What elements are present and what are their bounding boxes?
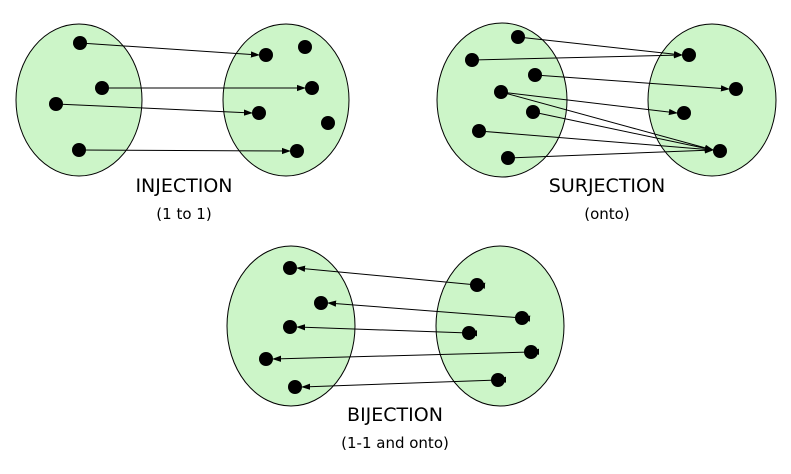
bijection-arrow — [327, 300, 531, 322]
domain-element — [511, 30, 525, 44]
bijection-diagram: BIJECTION (1-1 and onto) — [226, 245, 565, 452]
domain-element — [283, 320, 297, 334]
bijection-arrows — [272, 265, 540, 390]
bijection-title: BIJECTION — [347, 404, 443, 426]
surjection-arrow — [532, 111, 714, 152]
surjection-title: SURJECTION — [549, 175, 665, 197]
bijection-domain-elements — [259, 261, 328, 394]
domain-element — [95, 81, 109, 95]
domain-element — [49, 97, 63, 111]
injection-arrow — [78, 147, 291, 155]
codomain-element — [298, 40, 312, 54]
surjection-arrow — [500, 91, 714, 151]
codomain-element — [677, 106, 691, 120]
bijection-arrow — [272, 348, 540, 362]
bijection-arrow — [301, 376, 507, 390]
surjection-domain-elements — [465, 30, 542, 165]
surjection-arrow — [517, 36, 683, 58]
codomain-element — [470, 278, 484, 292]
surjection-arrow — [471, 52, 683, 61]
surjection-diagram: SURJECTION (onto) — [436, 22, 777, 223]
injection-codomain-elements — [252, 40, 335, 158]
domain-element — [465, 53, 479, 67]
bijection-subtitle: (1-1 and onto) — [341, 434, 449, 452]
domain-element — [526, 105, 540, 119]
codomain-element — [729, 82, 743, 96]
codomain-element — [491, 373, 505, 387]
domain-element — [283, 261, 297, 275]
codomain-element — [259, 48, 273, 62]
bijection-arrow — [296, 265, 486, 289]
domain-element — [472, 124, 486, 138]
injection-domain-elements — [49, 36, 109, 157]
domain-element — [73, 36, 87, 50]
codomain-element — [321, 116, 335, 130]
surjection-arrow — [534, 74, 730, 92]
domain-element — [259, 352, 273, 366]
surjection-arrow — [507, 147, 714, 159]
domain-element — [72, 143, 86, 157]
codomain-element — [305, 81, 319, 95]
surjection-arrow — [500, 91, 678, 116]
domain-element — [288, 380, 302, 394]
surjection-domain-set — [436, 22, 568, 178]
bijection-codomain-elements — [462, 278, 538, 387]
injection-arrow — [55, 103, 253, 116]
domain-element — [501, 151, 515, 165]
surjection-arrows — [471, 36, 730, 159]
codomain-element — [713, 144, 727, 158]
injection-arrows — [55, 42, 306, 155]
injection-diagram: INJECTION (1 to 1) — [15, 23, 350, 223]
injection-title: INJECTION — [135, 175, 232, 197]
domain-element — [314, 296, 328, 310]
injection-arrow — [79, 42, 260, 58]
codomain-element — [515, 311, 529, 325]
codomain-element — [462, 326, 476, 340]
codomain-element — [252, 106, 266, 120]
bijection-arrow — [296, 324, 478, 337]
domain-element — [528, 68, 542, 82]
codomain-element — [682, 48, 696, 62]
surjection-arrow — [478, 130, 714, 153]
surjection-codomain-set — [647, 23, 777, 177]
injection-subtitle: (1 to 1) — [156, 205, 211, 223]
codomain-element — [524, 345, 538, 359]
codomain-element — [290, 144, 304, 158]
injection-codomain-set — [222, 23, 350, 177]
surjection-subtitle: (onto) — [584, 205, 629, 223]
injection-domain-set — [15, 23, 143, 177]
surjection-codomain-elements — [677, 48, 743, 158]
domain-element — [494, 85, 508, 99]
